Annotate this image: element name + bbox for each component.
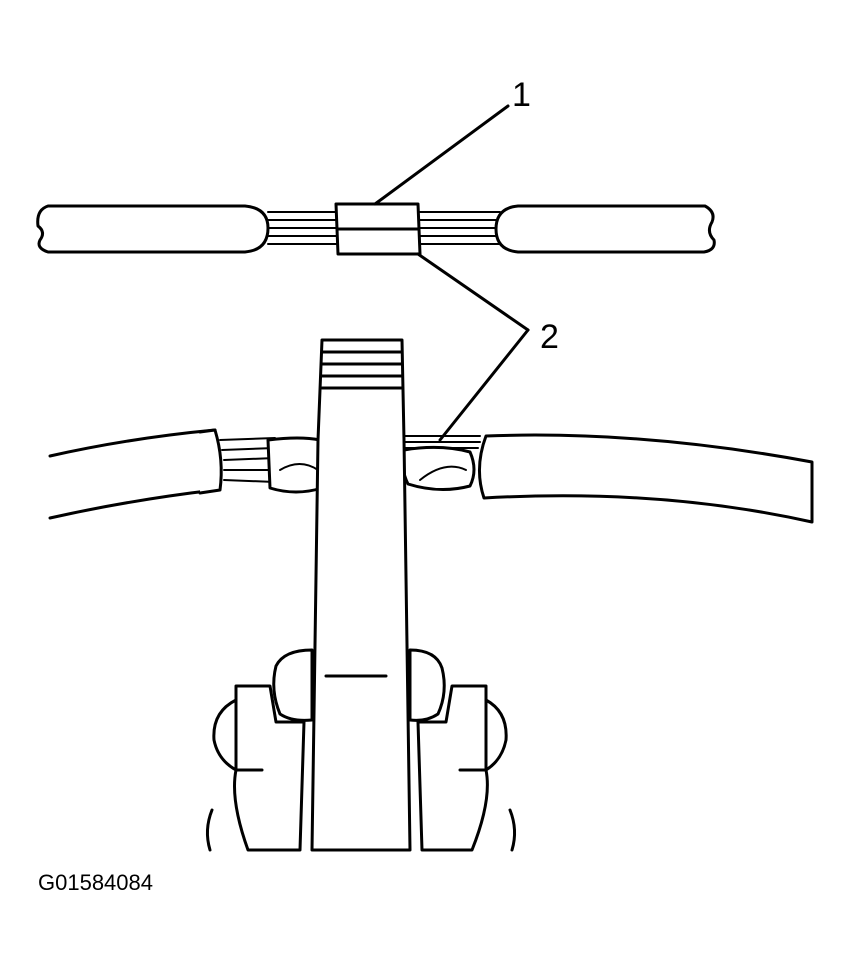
- left-exposed-strands: [267, 211, 337, 245]
- callout-1-leader: [373, 104, 510, 206]
- right-handle: [416, 684, 489, 852]
- spliced-wire-assembly: [36, 202, 716, 256]
- right-pivot: [408, 648, 446, 722]
- crimp-wire-assembly: [48, 428, 814, 524]
- crimping-tool: [205, 338, 517, 852]
- left-wire-lower-edge: [48, 488, 217, 520]
- left-wire-upper-edge: [48, 428, 217, 458]
- callout-2-label: 2: [540, 318, 559, 356]
- left-wire-insulation: [36, 204, 270, 254]
- callout-1-label: 1: [512, 76, 531, 114]
- left-crimp-insulation-end: [198, 428, 223, 495]
- right-exposed-strands: [417, 211, 501, 245]
- right-crimp-insulation: [477, 433, 814, 524]
- left-handle: [233, 684, 306, 852]
- callout-2-leaders: [416, 252, 530, 442]
- left-crimp-strands: [219, 437, 276, 483]
- figure-reference-code: G01584084: [38, 870, 153, 895]
- left-pivot: [272, 648, 314, 722]
- right-wire-insulation: [494, 204, 716, 254]
- crimp-tool-jaw: [310, 338, 412, 852]
